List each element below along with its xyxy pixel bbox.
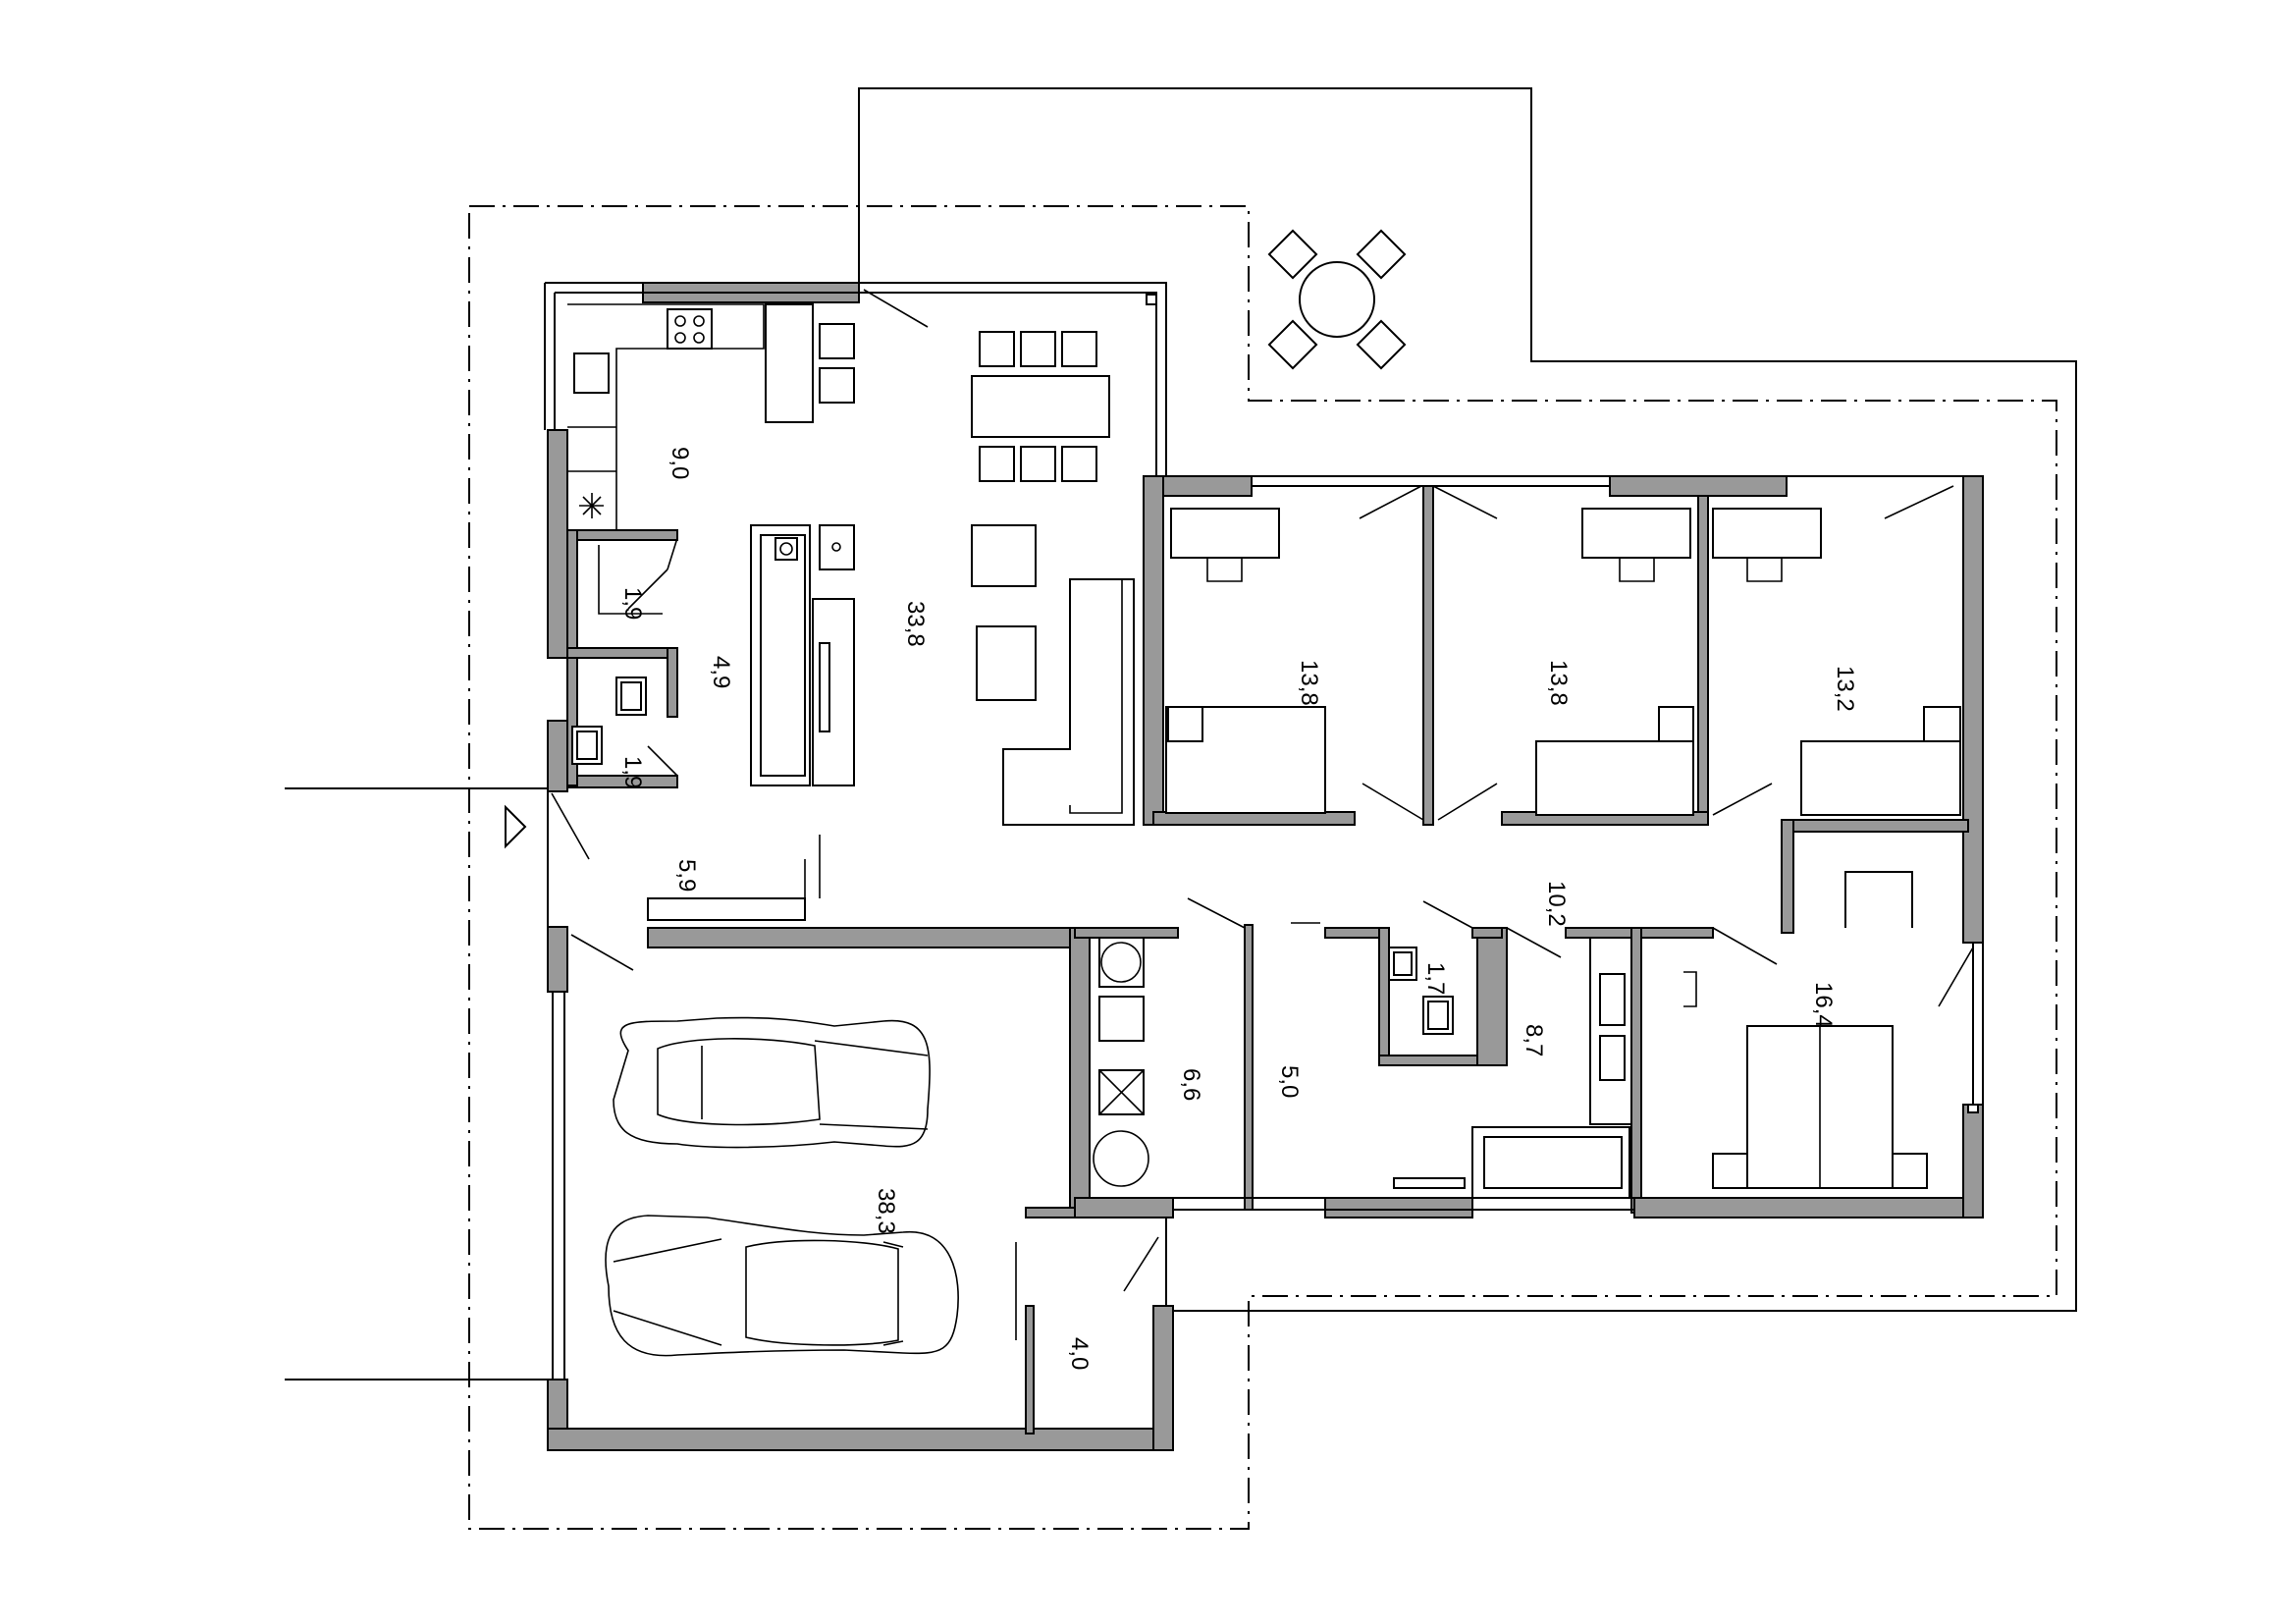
area-labels: 9,0 33,8 1,9 4,9 1,9 5,9 13,8 13,8 13,2 … bbox=[619, 447, 1858, 1370]
room-area-master-bedroom: 16,4 bbox=[1810, 982, 1837, 1028]
room-area-entry-hall: 4,9 bbox=[708, 656, 734, 688]
room-area-garage-store: 4,0 bbox=[1066, 1337, 1093, 1370]
outline-lines bbox=[285, 282, 1984, 1380]
room-area-wc-bottom: 1,9 bbox=[619, 756, 646, 788]
wc-fixtures bbox=[571, 545, 663, 765]
bedroom-furniture bbox=[1165, 508, 1961, 816]
room-area-bedroom-2: 13,8 bbox=[1545, 660, 1572, 706]
sink-icon bbox=[573, 352, 610, 394]
car-icon bbox=[613, 1016, 931, 1149]
entrance-arrow-icon bbox=[505, 804, 527, 849]
room-area-bedroom-1: 13,8 bbox=[1296, 660, 1322, 706]
walls bbox=[547, 282, 1984, 1451]
master-bedroom-furniture bbox=[1683, 971, 1979, 1189]
terrace-table bbox=[1267, 229, 1407, 370]
room-area-garage: 38,3 bbox=[873, 1188, 899, 1234]
bathroom-fixtures bbox=[1388, 937, 1632, 1199]
terrace-outline bbox=[858, 87, 2077, 1312]
room-area-technical: 6,6 bbox=[1178, 1068, 1204, 1101]
room-area-bathroom: 8,7 bbox=[1521, 1024, 1547, 1056]
room-area-living: 33,8 bbox=[902, 601, 929, 647]
room-area-storage: 5,0 bbox=[1276, 1065, 1303, 1098]
room-area-bedroom-3: 13,2 bbox=[1832, 666, 1858, 712]
door-swings bbox=[551, 289, 1974, 1340]
car-icon bbox=[605, 1215, 959, 1357]
room-area-kitchen: 9,0 bbox=[667, 447, 693, 479]
garage-cars bbox=[605, 1016, 959, 1357]
dining-table bbox=[971, 294, 1157, 482]
kitchen-furniture bbox=[567, 303, 855, 530]
room-area-wc-top: 1,9 bbox=[619, 587, 646, 620]
living-furniture bbox=[750, 524, 1135, 826]
technical-room-fixtures bbox=[1093, 937, 1149, 1187]
room-area-corridor: 10,2 bbox=[1543, 881, 1570, 927]
closet-furniture bbox=[1844, 871, 1913, 928]
fan-icon bbox=[579, 493, 604, 518]
roof-overhang-outline bbox=[468, 205, 2057, 1530]
room-area-vestibule: 5,9 bbox=[673, 859, 700, 892]
room-area-toilet: 1,7 bbox=[1422, 962, 1449, 995]
entry-furniture bbox=[647, 859, 806, 921]
